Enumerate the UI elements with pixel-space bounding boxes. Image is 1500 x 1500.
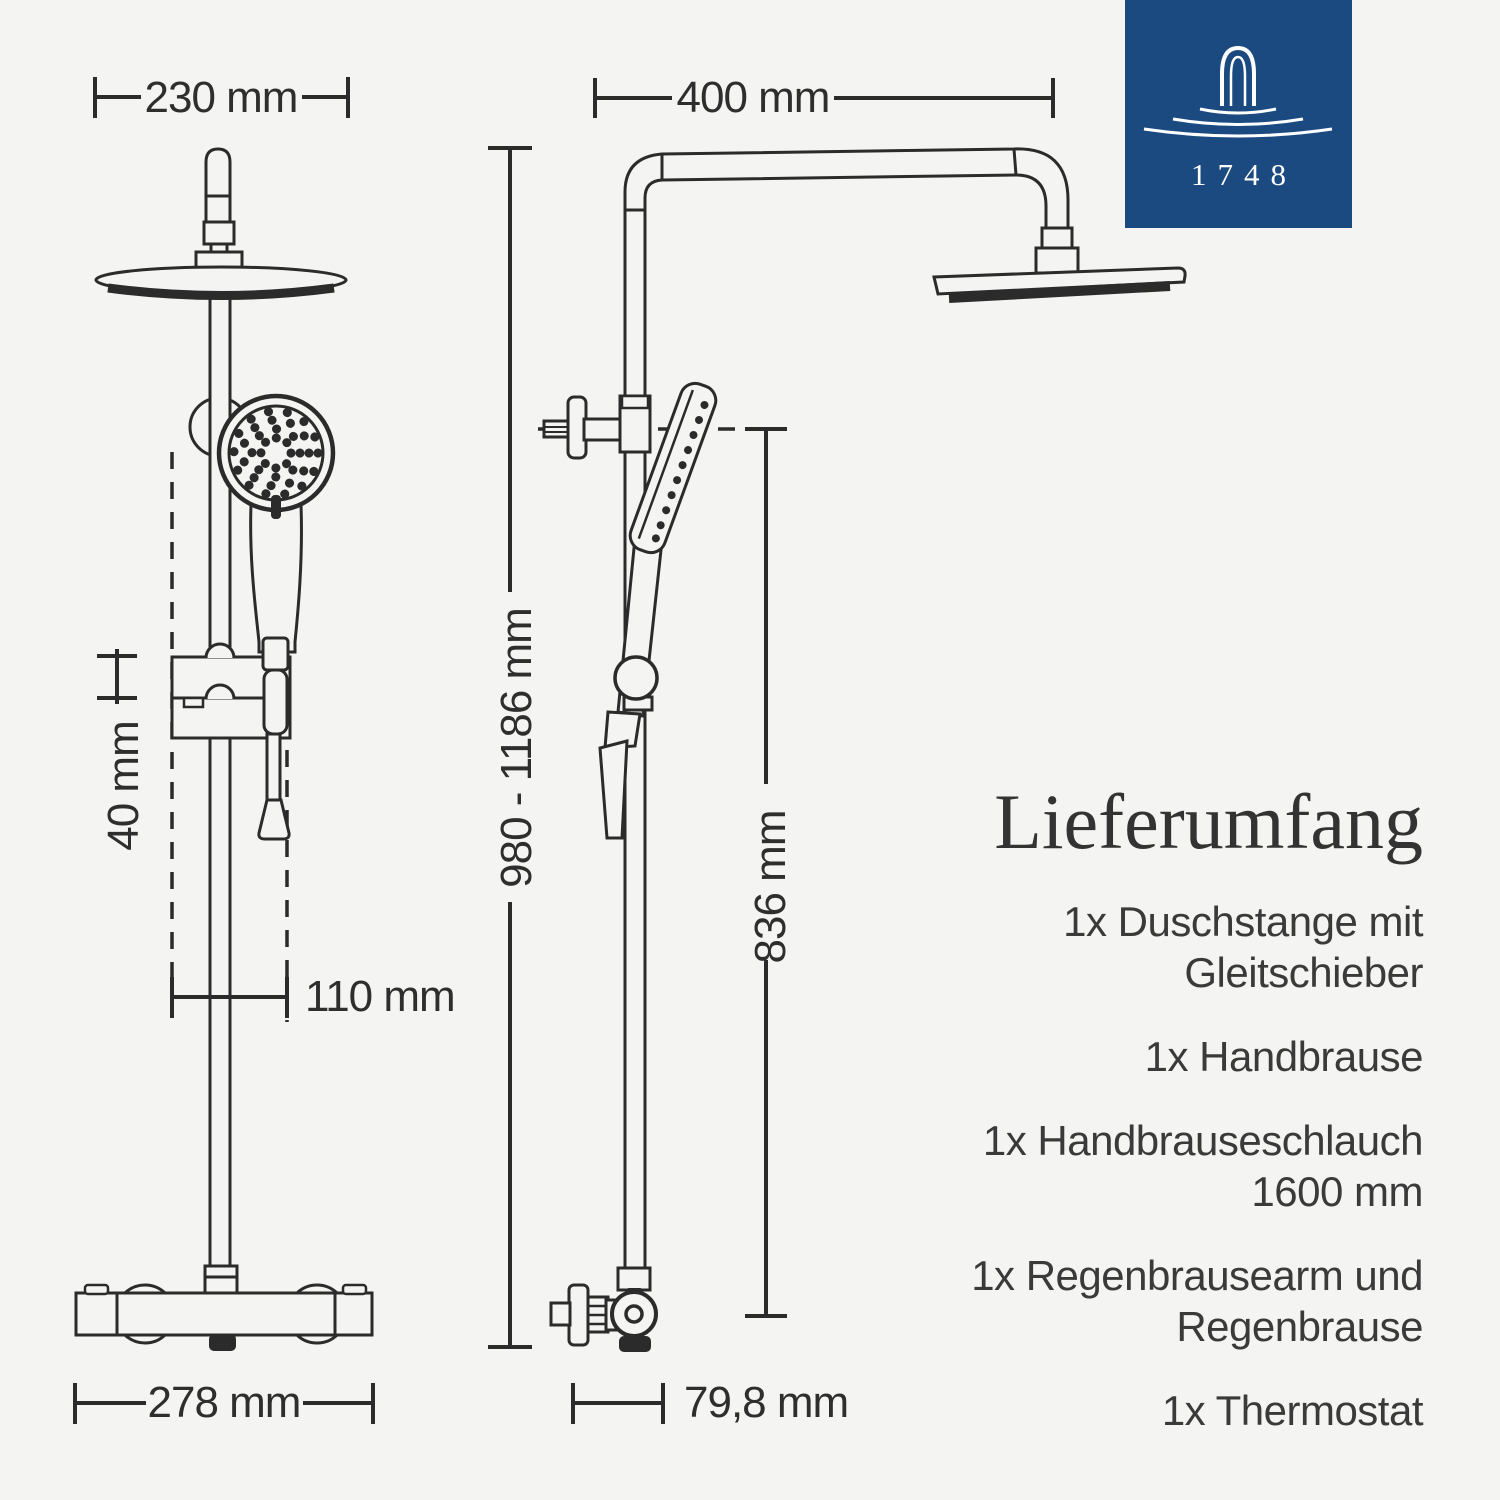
hose-cone-side [598, 710, 642, 840]
delivery-item: 1x Regenbrausearm und Regenbrause [971, 1252, 1423, 1350]
dim-offset-label: 110 mm [305, 972, 455, 1021]
shower-arm-side [623, 147, 1070, 230]
rain-shower-side [932, 226, 1187, 303]
side-view: 400 mm 980 - 1 [488, 73, 1187, 1427]
dim-rail-height [745, 427, 787, 1318]
dim-thermostat-width [73, 1383, 375, 1424]
spray-nozzles [229, 406, 323, 500]
dim-thermostat-width-label: 278 mm [148, 1378, 301, 1427]
dim-depth [571, 1383, 665, 1424]
delivery-item: 1x Handbrause [1144, 1033, 1424, 1080]
dim-offset [170, 977, 289, 1018]
dim-arm [593, 78, 1055, 118]
slider-knob-side [613, 655, 659, 712]
wall-bracket-side [542, 394, 652, 460]
spout-side [619, 1336, 651, 1352]
water-arch-icon [1143, 45, 1333, 138]
delivery-scope-list: 1x Duschstange mit Gleitschieber 1x Hand… [903, 896, 1423, 1469]
brand-logo: 1748 [1125, 0, 1352, 228]
thermostat-side [549, 1266, 658, 1352]
brand-year: 1748 [1191, 157, 1297, 192]
spout [209, 1334, 236, 1351]
hand-shower-front [216, 393, 336, 654]
rain-shower-front [94, 147, 348, 300]
dim-depth-label: 79,8 mm [684, 1378, 848, 1427]
dim-arm-label: 400 mm [677, 73, 830, 122]
dim-height-range [488, 146, 532, 1349]
dim-height-range-label: 980 - 1186 mm [492, 608, 541, 888]
spray-nozzles-side [651, 400, 709, 543]
dim-head-width [93, 77, 350, 118]
dim-slider [97, 649, 137, 704]
mode-button [271, 495, 281, 519]
dim-head-width-label: 230 mm [145, 73, 298, 122]
dim-rail-height-label: 836 mm [746, 811, 795, 964]
hose-front [257, 636, 291, 841]
delivery-item: 1x Thermostat [1161, 1387, 1424, 1434]
front-view: 230 mm [73, 73, 456, 1427]
thermostat-front [74, 1264, 374, 1351]
delivery-scope-title: Lieferumfang [994, 778, 1423, 865]
dim-slider-label: 40 mm [99, 721, 148, 850]
delivery-item: 1x Handbrauseschlauch 1600 mm [982, 1117, 1424, 1215]
delivery-item: 1x Duschstange mit Gleitschieber [1063, 898, 1423, 996]
